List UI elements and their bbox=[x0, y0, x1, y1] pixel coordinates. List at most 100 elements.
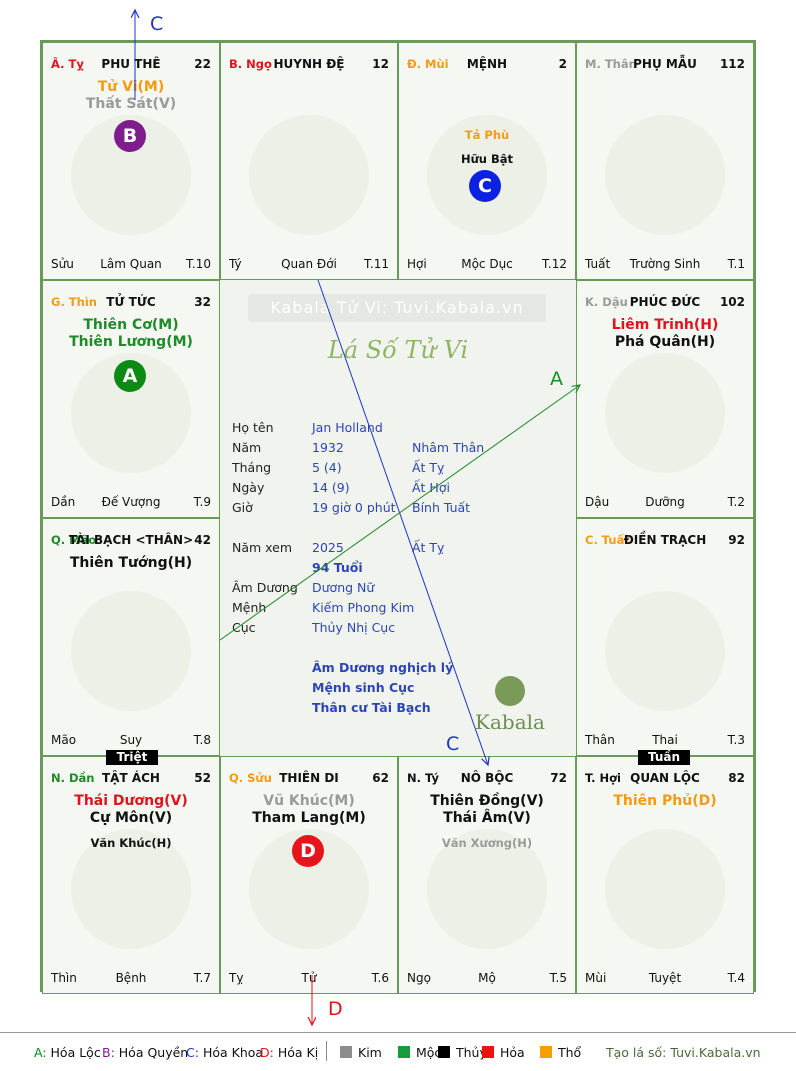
info-key: Cục bbox=[232, 620, 256, 635]
palace-branch: K. Dậu bbox=[585, 295, 628, 309]
palace-branch: C. Tuất bbox=[585, 533, 630, 547]
palace-branch: B. Ngọ bbox=[229, 57, 272, 71]
palace-month: T.1 bbox=[727, 257, 745, 271]
info-value: 5 (4) bbox=[312, 460, 342, 475]
palace-name: MỆNH bbox=[466, 57, 508, 71]
palace-month: T.9 bbox=[193, 495, 211, 509]
palace-name: HUYNH ĐỆ bbox=[273, 57, 345, 71]
info-value: 2025 bbox=[312, 540, 344, 555]
palace-left-label: Tỵ bbox=[229, 971, 244, 985]
palace-stage: Lâm Quan bbox=[100, 257, 162, 271]
palace-number: 2 bbox=[558, 57, 567, 71]
legend-swatch bbox=[482, 1046, 494, 1058]
legend-element-label: Thổ bbox=[558, 1045, 582, 1060]
major-star: Cự Môn(V) bbox=[89, 810, 173, 826]
palace-month: T.6 bbox=[371, 971, 389, 985]
palace-month: T.12 bbox=[542, 257, 567, 271]
palace-month: T.3 bbox=[727, 733, 745, 747]
palace-stage: Dưỡng bbox=[645, 495, 685, 509]
palace-number: 82 bbox=[728, 771, 745, 785]
info-key: Âm Dương bbox=[232, 580, 298, 595]
tuan-tag: Tuần bbox=[638, 750, 690, 765]
palace-left-label: Ngọ bbox=[407, 971, 431, 985]
logo-text: Kabala bbox=[475, 710, 545, 734]
palace-number: 72 bbox=[550, 771, 567, 785]
palace-left-label: Dần bbox=[51, 495, 76, 509]
legend-key: D: bbox=[260, 1045, 274, 1060]
palace-number: 42 bbox=[194, 533, 211, 547]
palace-name: THIÊN DI bbox=[279, 771, 339, 785]
center-info-panel: Kabala Tử Vi: Tuvi.Kabala.vn Lá Số Tử Vi… bbox=[220, 280, 576, 756]
info-note: Âm Dương nghịch lý bbox=[312, 660, 454, 675]
info-key: Năm xem bbox=[232, 540, 293, 555]
palace-stage: Thai bbox=[652, 733, 678, 747]
zodiac-watermark bbox=[71, 829, 191, 950]
minor-star: Hữu Bật bbox=[460, 152, 514, 166]
palace-stage: Bệnh bbox=[115, 971, 147, 985]
minor-star: Văn Xương(H) bbox=[441, 836, 533, 850]
palace-name: TẬT ÁCH bbox=[102, 771, 160, 785]
palace-name: PHÚC ĐỨC bbox=[629, 295, 701, 309]
palace-branch: Đ. Mùi bbox=[407, 57, 449, 71]
info-value: 19 giờ 0 phút bbox=[312, 500, 396, 515]
zodiac-watermark bbox=[605, 115, 725, 236]
label-d: D bbox=[328, 998, 343, 1020]
major-star: Thiên Phủ(D) bbox=[613, 793, 717, 809]
star-list: Thiên Tướng(H) bbox=[43, 555, 219, 572]
info-cancan: Ất Tỵ bbox=[412, 540, 445, 555]
palace-left-label: Tuất bbox=[585, 257, 611, 271]
star-list: Thiên Phủ(D) bbox=[577, 793, 753, 810]
legend-element-item: Kim bbox=[340, 1045, 382, 1060]
palace-branch: G. Thìn bbox=[51, 295, 97, 309]
legend-element-item: Thủy bbox=[438, 1045, 487, 1060]
palace-branch: Q. Sửu bbox=[229, 771, 272, 785]
zodiac-watermark bbox=[605, 353, 725, 474]
info-key: Mệnh bbox=[232, 600, 267, 615]
palace-name: PHỤ MẪU bbox=[633, 57, 697, 71]
palace-branch: M. Thân bbox=[585, 57, 637, 71]
palace-month: T.11 bbox=[364, 257, 389, 271]
label-c-top: C bbox=[150, 13, 163, 35]
major-star: Thái Dương(V) bbox=[74, 793, 188, 809]
palace-left-label: Sửu bbox=[51, 257, 74, 271]
legend-element-label: Thủy bbox=[456, 1045, 487, 1060]
legend-label: Hóa Khoa bbox=[202, 1045, 264, 1060]
palace-left-label: Thân bbox=[585, 733, 615, 747]
info-value: 14 (9) bbox=[312, 480, 350, 495]
palace-left-label: Dậu bbox=[585, 495, 610, 509]
palace-stage: Đế Vượng bbox=[101, 495, 161, 509]
palace-number: 102 bbox=[719, 295, 745, 309]
palace-left-label: Mùi bbox=[585, 971, 607, 985]
major-star: Thiên Cơ(M) bbox=[83, 317, 179, 333]
info-note: Thân cư Tài Bạch bbox=[312, 700, 431, 715]
palace-month: T.2 bbox=[727, 495, 745, 509]
star-list: Vũ Khúc(M)Tham Lang(M) bbox=[221, 793, 397, 827]
zodiac-watermark bbox=[605, 591, 725, 712]
legend-element-item: Mộc bbox=[398, 1045, 441, 1060]
palace-number: 22 bbox=[194, 57, 211, 71]
palace-left-label: Mão bbox=[51, 733, 77, 747]
palace-name: PHU THÊ bbox=[101, 57, 161, 71]
palace-branch: N. Tý bbox=[407, 771, 439, 785]
legend-element-label: Mộc bbox=[416, 1045, 442, 1060]
info-value: 94 Tuổi bbox=[312, 560, 363, 575]
legend-element-label: Hỏa bbox=[500, 1045, 525, 1060]
major-star: Thiên Đồng(V) bbox=[430, 793, 544, 809]
tree-icon bbox=[495, 676, 525, 706]
info-cancan: Ất Tỵ bbox=[412, 460, 445, 475]
palace-name: TỬ TỨC bbox=[106, 295, 156, 309]
badge-a: A bbox=[114, 360, 146, 392]
major-star: Tử Vi(M) bbox=[97, 79, 165, 95]
star-list: Thiên Đồng(V)Thái Âm(V)Văn Xương(H) bbox=[399, 793, 575, 859]
zodiac-watermark bbox=[71, 591, 191, 712]
palace-left-label: Tý bbox=[229, 257, 242, 271]
palace-month: T.5 bbox=[549, 971, 567, 985]
zodiac-watermark bbox=[427, 829, 547, 950]
